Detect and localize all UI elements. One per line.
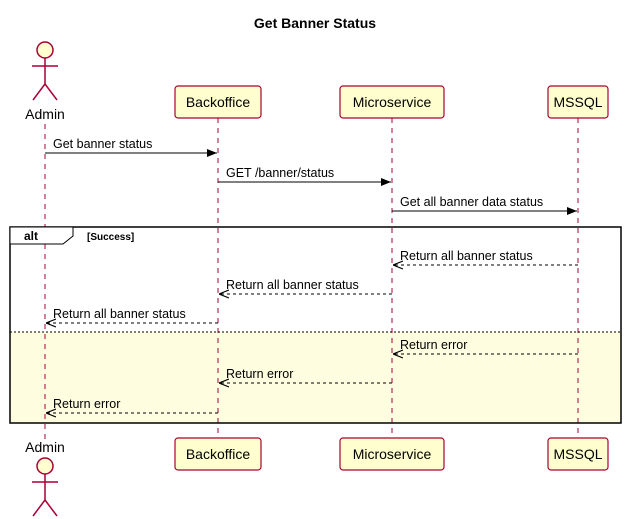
participant-box	[339, 85, 445, 119]
participant-label: Backoffice	[186, 94, 251, 110]
participant-label: MSSQL	[553, 94, 602, 110]
message-4: Return all banner status	[393, 249, 578, 265]
message-label: Return error	[400, 338, 467, 352]
message-label: Get banner status	[53, 137, 152, 151]
participant-label: Backoffice	[186, 446, 251, 462]
participant-mssql-bottom: MSSQL	[547, 437, 609, 471]
lifelines	[44, 118, 579, 440]
message-label: Get all banner data status	[400, 195, 543, 209]
participant-box	[174, 85, 262, 119]
diagram-title: Get Banner Status	[254, 15, 376, 31]
participants-bottom: Admin Backoffice Microservice MSSQL	[25, 437, 609, 517]
participant-box	[547, 437, 609, 471]
message-label: Return all banner status	[226, 278, 359, 292]
message-7: Return error	[393, 338, 578, 354]
message-8: Return error	[219, 367, 392, 383]
message-label: Return all banner status	[400, 249, 533, 263]
message-1: Get banner status	[45, 137, 217, 157]
message-label: Return error	[53, 397, 120, 411]
participant-microservice-top: Microservice	[339, 85, 445, 119]
actor-label-top: Admin	[25, 106, 65, 122]
message-3: Get all banner data status	[392, 195, 577, 215]
message-label: GET /banner/status	[226, 166, 334, 180]
participant-label: Microservice	[353, 446, 432, 462]
message-5: Return all banner status	[219, 278, 392, 294]
participant-backoffice-bottom: Backoffice	[174, 437, 262, 471]
participant-box	[339, 437, 445, 471]
actor-label-bottom: Admin	[25, 439, 65, 455]
message-6: Return all banner status	[46, 307, 218, 323]
participant-box	[174, 437, 262, 471]
actor-admin-figure-top-icon	[32, 41, 58, 101]
alt-else-region	[10, 332, 621, 423]
participant-mssql-top: MSSQL	[547, 85, 609, 119]
participant-microservice-bottom: Microservice	[339, 437, 445, 471]
participant-label: MSSQL	[553, 446, 602, 462]
alt-frame: alt [Success]	[9, 226, 622, 424]
participant-label: Microservice	[353, 94, 432, 110]
message-label: Return all banner status	[53, 307, 186, 321]
message-label: Return error	[226, 367, 293, 381]
actor-admin-figure-bottom-icon	[32, 457, 58, 517]
participant-box	[547, 85, 609, 119]
alt-keyword: alt	[24, 229, 38, 243]
message-9: Return error	[46, 397, 218, 413]
alt-condition: [Success]	[87, 232, 134, 243]
message-2: GET /banner/status	[218, 166, 391, 186]
participants-top: Admin Backoffice Microservice MSSQL	[25, 41, 609, 122]
participant-backoffice-top: Backoffice	[174, 85, 262, 119]
